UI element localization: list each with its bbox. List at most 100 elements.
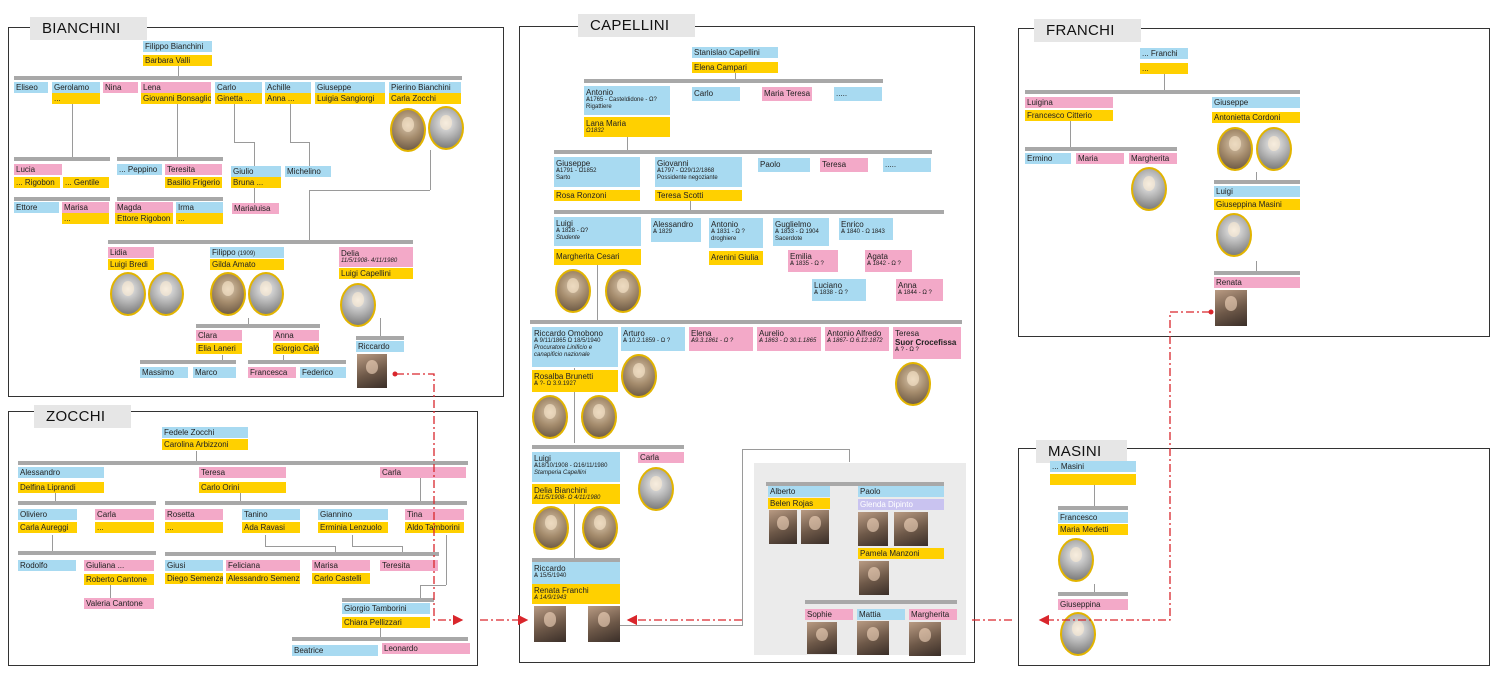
spouse-anna[interactable]: Anna ... xyxy=(265,93,311,104)
spouse-francesco-citterio[interactable]: Francesco Citterio xyxy=(1025,110,1113,121)
person-valeria-cantone[interactable]: Valeria Cantone xyxy=(84,598,154,609)
person-riccardo[interactable]: Riccardo xyxy=(356,341,404,352)
spouse-irma[interactable]: ... xyxy=(176,213,223,224)
spouse-pamela-manzoni[interactable]: Pamela Manzoni xyxy=(858,548,944,559)
person-pierino-bianchini[interactable]: Pierino Bianchini xyxy=(389,82,461,93)
person-teresita[interactable]: Teresita xyxy=(165,164,222,175)
person-michelino[interactable]: Michelino xyxy=(285,166,331,177)
spouse-antonietta-cordoni[interactable]: Antonietta Cordoni xyxy=(1212,112,1300,123)
spouse-rosa-ronzoni[interactable]: Rosa Ronzoni xyxy=(554,190,640,201)
person-anna[interactable]: Anna xyxy=(273,330,319,341)
person-eliseo[interactable]: Eliseo xyxy=(14,82,48,93)
person-margherita-franchi[interactable]: Margherita xyxy=(1129,153,1177,164)
person-carla-2[interactable]: Carla xyxy=(95,509,154,520)
spouse-gilda-amato[interactable]: Gilda Amato xyxy=(210,259,284,270)
spouse-chiara-pellizzari[interactable]: Chiara Pellizzari xyxy=(342,617,430,628)
spouse-gentile[interactable]: ... Gentile xyxy=(63,177,109,188)
person-oliviero[interactable]: Oliviero xyxy=(18,509,77,520)
person-giorgio-tamborini[interactable]: Giorgio Tamborini xyxy=(342,603,430,614)
person-maria-franchi[interactable]: Maria xyxy=(1076,153,1124,164)
spouse-margherita-cesari[interactable]: Margherita Cesari xyxy=(554,249,641,265)
spouse-luigi-capellini[interactable]: Luigi Capellini xyxy=(339,268,413,279)
person-marco[interactable]: Marco xyxy=(193,367,236,378)
spouse-luigi-bredi[interactable]: Luigi Bredi xyxy=(108,259,154,270)
person-massimo[interactable]: Massimo xyxy=(140,367,188,378)
person-alessandro[interactable]: Alessandro xyxy=(18,467,104,478)
spouse-elena-campari[interactable]: Elena Campari xyxy=(692,62,778,73)
person-delia[interactable]: Delia 11/5/1908- 4/11/1980 xyxy=(339,247,413,267)
person-magda[interactable]: Magda xyxy=(115,202,173,213)
person-giuseppe[interactable]: Giuseppe xyxy=(315,82,385,93)
spouse-alessandro-semenza[interactable]: Alessandro Semenza xyxy=(226,573,300,584)
person-maria-teresa[interactable]: Maria Teresa xyxy=(762,87,812,101)
person-stanislao-capellini[interactable]: Stanislao Capellini xyxy=(692,47,778,58)
spouse-basilio-frigerio[interactable]: Basilio Frigerio xyxy=(165,177,222,188)
spouse-giuseppina-masini[interactable]: Giuseppina Masini xyxy=(1214,199,1300,210)
spouse-renata-franchi[interactable]: Renata Franchi Ѧ 14/9/1943 xyxy=(532,584,620,604)
spouse-erminia-lenzuolo[interactable]: Erminia Lenzuolo xyxy=(318,522,388,533)
person-giulio[interactable]: Giulio xyxy=(231,166,281,177)
person-luigi-franchi[interactable]: Luigi xyxy=(1214,186,1300,197)
person-gerolamo[interactable]: Gerolamo xyxy=(52,82,100,93)
person-marisa[interactable]: Marisa xyxy=(312,560,370,571)
person-lucia[interactable]: Lucia xyxy=(14,164,62,175)
spouse-rosalba-brunetti[interactable]: Rosalba Brunetti Ѧ ?- Ω 3.9.1927 xyxy=(532,370,618,392)
spouse-belen-rojas[interactable]: Belen Rojas xyxy=(768,498,830,509)
person-aurelio[interactable]: Aurelio Ѧ 1863 - Ω 30.1.1865 xyxy=(757,327,821,351)
spouse-barbara-valli[interactable]: Barbara Valli xyxy=(143,55,212,66)
person-riccardo-omobono[interactable]: Riccardo Omobono Ѧ 9/11/1865 Ω 18/5/1940… xyxy=(532,327,618,367)
person-margherita-capellini[interactable]: Margherita xyxy=(909,609,957,620)
spouse-ginetta[interactable]: Ginetta ... xyxy=(215,93,262,104)
person-marialuisa[interactable]: Marialuisa xyxy=(232,203,279,214)
person-rodolfo[interactable]: Rodolfo xyxy=(18,560,76,571)
person-filippo-bianchini[interactable]: Filippo Bianchini xyxy=(143,41,212,52)
spouse-diego-semenza[interactable]: Diego Semenza xyxy=(165,573,223,584)
person-carlo[interactable]: Carlo xyxy=(692,87,740,101)
spouse-carlo-castelli[interactable]: Carlo Castelli xyxy=(312,573,370,584)
person-peppino[interactable]: ... Peppino xyxy=(117,164,162,175)
person-renata-franchi[interactable]: Renata xyxy=(1214,277,1300,288)
spouse-aldo-tamborini[interactable]: Aldo Tamborini xyxy=(405,522,464,533)
spouse-delia-bianchini[interactable]: Delia Bianchini Ѧ11/5/1908- Ω 4/11/1980 xyxy=(532,484,620,504)
spouse-carlo-orini[interactable]: Carlo Orini xyxy=(199,482,286,493)
spouse-carolina-arbizzoni[interactable]: Carolina Arbizzoni xyxy=(162,439,248,450)
spouse-giorgio-calo[interactable]: Giorgio Calò xyxy=(273,343,319,354)
person-federico[interactable]: Federico xyxy=(300,367,346,378)
person-emilia[interactable]: Emilia Ѧ 1835 - Ω ? xyxy=(788,250,838,272)
person-teresa[interactable]: Teresa xyxy=(820,158,868,172)
person-nina[interactable]: Nina xyxy=(103,82,138,93)
spouse-franchi[interactable]: ... xyxy=(1140,63,1188,74)
person-alessandro-1829[interactable]: Alessandro Ѧ 1829 xyxy=(651,218,701,242)
person-agata[interactable]: Agata Ѧ 1842 - Ω ? xyxy=(865,250,912,272)
spouse-carla-aureggi[interactable]: Carla Aureggi xyxy=(18,522,77,533)
spouse-glenda-dipinto[interactable]: Glenda Dipinto xyxy=(858,499,944,510)
person-francesco-masini[interactable]: Francesco xyxy=(1058,512,1128,523)
spouse-teresa-scotti[interactable]: Teresa Scotti xyxy=(655,190,742,201)
person-franchi[interactable]: ... Franchi xyxy=(1140,48,1188,59)
person-giuseppe-franchi[interactable]: Giuseppe xyxy=(1212,97,1300,108)
person-riccardo-1940[interactable]: Riccardo Ѧ 15/5/1940 xyxy=(532,562,620,584)
person-unknown[interactable]: ..... xyxy=(834,87,882,101)
person-alberto[interactable]: Alberto xyxy=(768,486,830,497)
person-fedele-zocchi[interactable]: Fedele Zocchi xyxy=(162,427,248,438)
person-lena[interactable]: Lena xyxy=(141,82,211,93)
person-giusi[interactable]: Giusi xyxy=(165,560,223,571)
spouse-elia-laneri[interactable]: Elia Laneri xyxy=(196,343,242,354)
person-beatrice[interactable]: Beatrice xyxy=(292,645,378,656)
person-giuliana[interactable]: Giuliana ... xyxy=(84,560,154,571)
spouse-lana-maria[interactable]: Lana Maria Ω1832 xyxy=(584,117,670,137)
person-masini[interactable]: ... Masini xyxy=(1050,461,1136,472)
person-giuseppina-masini[interactable]: Giuseppina xyxy=(1058,599,1128,610)
spouse-maria-medetti[interactable]: Maria Medetti xyxy=(1058,524,1128,535)
person-marisa[interactable]: Marisa xyxy=(62,202,109,213)
person-tanino[interactable]: Tanino xyxy=(242,509,300,520)
person-giuseppe-1791[interactable]: Giuseppe Ѧ1791 - Ω1852 Sarto xyxy=(554,157,640,187)
spouse-carla-zocchi[interactable]: Carla Zocchi xyxy=(389,93,461,104)
person-ettore[interactable]: Ettore xyxy=(14,202,59,213)
person-carla[interactable]: Carla xyxy=(380,467,466,478)
person-irma[interactable]: Irma xyxy=(176,202,223,213)
person-clara[interactable]: Clara xyxy=(196,330,242,341)
spouse-masini[interactable] xyxy=(1050,474,1136,485)
person-elena-1861[interactable]: Elena Ѧ9.3.1861 - Ω ? xyxy=(689,327,753,351)
person-luciano[interactable]: Luciano Ѧ 1838 - Ω ? xyxy=(812,279,866,301)
